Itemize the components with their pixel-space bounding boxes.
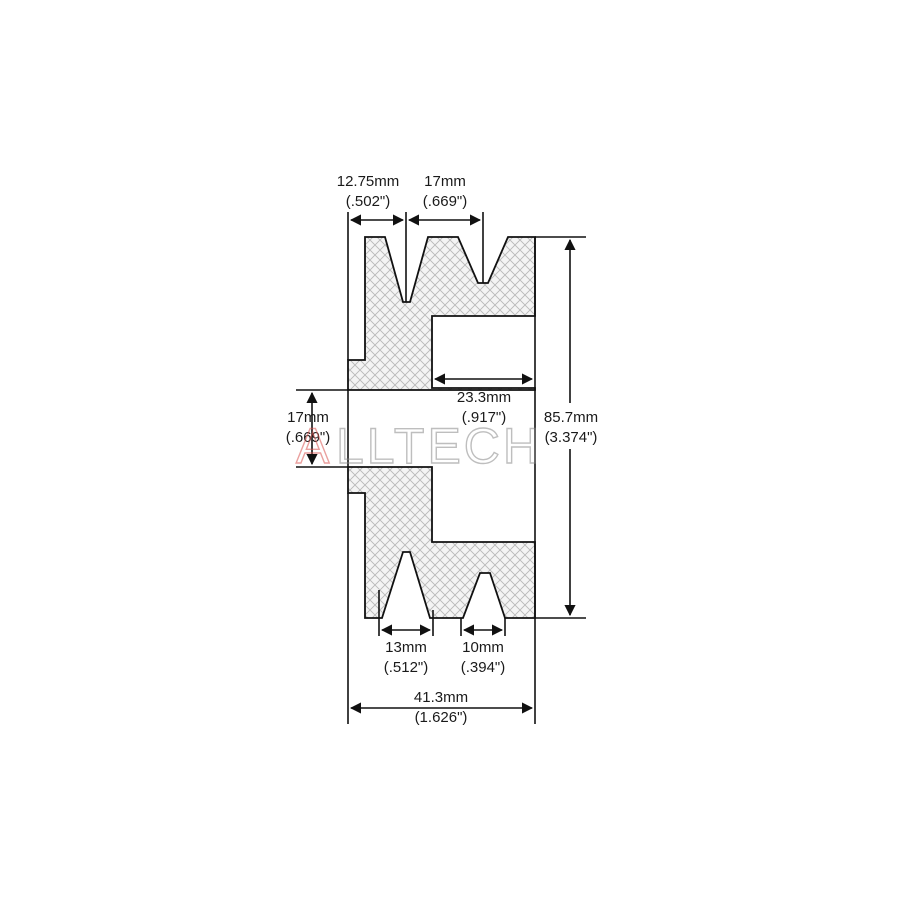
label-overall-height-inch: (3.374") <box>545 429 598 446</box>
label-overall-height-mm: 85.7mm <box>544 409 598 426</box>
label-groove-bottom-2-mm: 10mm <box>462 639 504 656</box>
watermark-logo: A LLTECH <box>295 417 542 474</box>
label-groove-top-1-inch: (.502") <box>346 193 391 210</box>
label-groove-top-2-inch: (.669") <box>423 193 468 210</box>
pulley-upper-section <box>347 236 536 391</box>
label-groove-bottom-1-inch: (.512") <box>384 659 429 676</box>
label-groove-top-1-mm: 12.75mm <box>337 173 400 190</box>
pulley-lower-section <box>347 466 536 619</box>
watermark-rest: LLTECH <box>336 418 542 474</box>
label-bore-dia-inch: (.669") <box>286 429 331 446</box>
height-label-backdrop <box>536 403 606 449</box>
label-bore-depth-inch: (.917") <box>462 409 507 426</box>
watermark-letter-a: A <box>296 418 332 474</box>
label-groove-top-2-mm: 17mm <box>424 173 466 190</box>
label-groove-bottom-2-inch: (.394") <box>461 659 506 676</box>
label-bore-depth-mm: 23.3mm <box>457 389 511 406</box>
label-overall-width-inch: (1.626") <box>415 709 468 726</box>
label-groove-bottom-1-mm: 13mm <box>385 639 427 656</box>
label-bore-dia-mm: 17mm <box>287 409 329 426</box>
label-overall-width-mm: 41.3mm <box>414 689 468 706</box>
